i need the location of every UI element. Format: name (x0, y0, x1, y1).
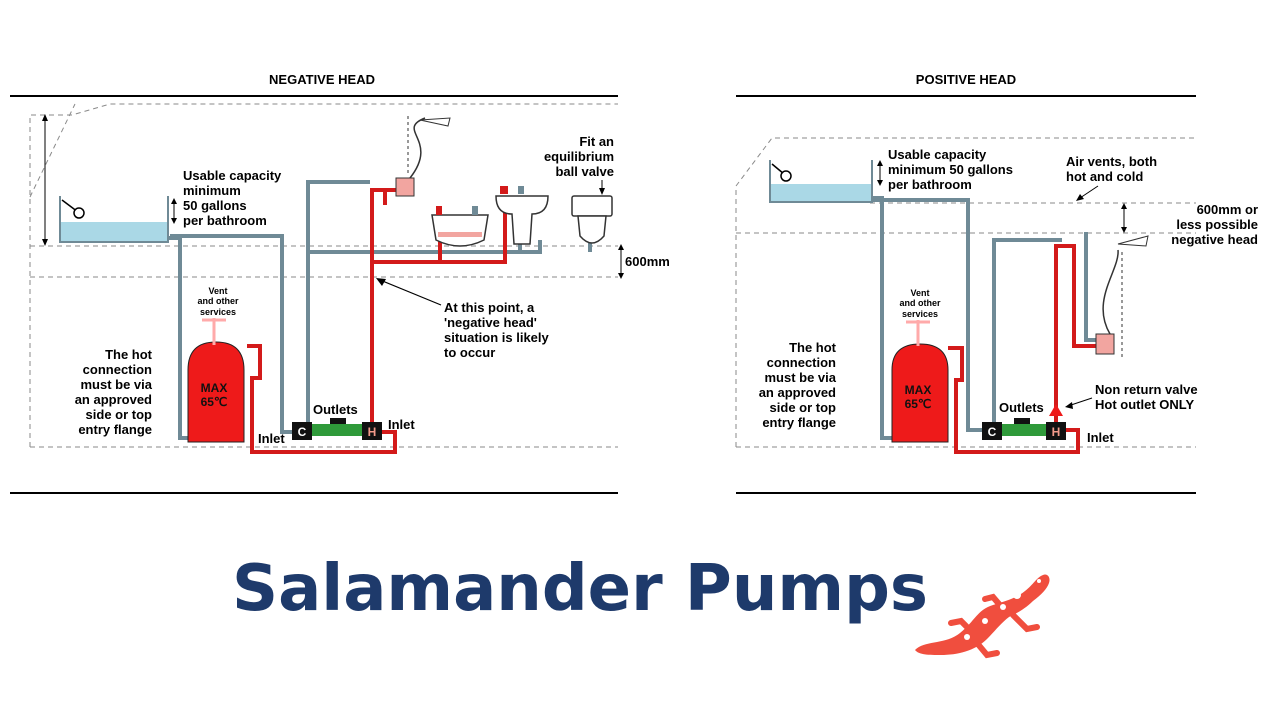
svg-text:services: services (902, 309, 938, 319)
svg-text:Air vents, both: Air vents, both (1066, 154, 1157, 169)
inlet-right-label: Inlet (388, 417, 415, 432)
svg-text:connection: connection (767, 355, 836, 370)
ball-valve-icon (73, 207, 85, 219)
svg-text:ball valve: ball valve (555, 164, 614, 179)
svg-text:600mm: 600mm (625, 254, 670, 269)
hot-connection-note: The hot connection must be via an approv… (75, 347, 153, 437)
cold-water-pipes (168, 180, 592, 440)
non-return-valve-icon (1049, 404, 1063, 416)
negative-head-pointer (376, 278, 442, 306)
dimension-600mm: 600mm or less possible negative head (1121, 202, 1258, 247)
svg-text:50 gallons: 50 gallons (183, 198, 247, 213)
pump: C H (292, 418, 382, 440)
cold-port (982, 422, 1002, 440)
svg-text:must be via: must be via (80, 377, 152, 392)
fit-ball-valve-label: Fit an equilibrium ball valve (544, 134, 614, 195)
svg-text:to occur: to occur (444, 345, 495, 360)
vent-label: Vent and other services (899, 288, 940, 319)
hot-water-pipes (247, 188, 507, 454)
temp-label: 65℃ (905, 397, 932, 411)
svg-text:C: C (988, 425, 997, 439)
negative-head-panel: NEGATIVE HEAD (10, 72, 670, 494)
hot-port (1046, 422, 1066, 440)
svg-text:C: C (298, 425, 307, 439)
hot-water-cylinder: MAX 65℃ (187, 318, 245, 443)
temp-label: 65℃ (201, 395, 228, 409)
svg-text:Vent: Vent (208, 286, 227, 296)
max-label: MAX (201, 381, 228, 395)
svg-text:connection: connection (83, 362, 152, 377)
usable-capacity-label: Usable capacity minimum 50 gallons per b… (183, 168, 282, 228)
hot-water-cylinder: MAX 65℃ (891, 320, 949, 443)
svg-text:minimum: minimum (183, 183, 241, 198)
svg-text:per bathroom: per bathroom (888, 177, 972, 192)
non-return-valve-note: Non return valve Hot outlet ONLY (1065, 382, 1198, 412)
hot-connection-note: The hot connection must be via an approv… (759, 340, 837, 430)
pump: C H (982, 418, 1066, 440)
cold-water-tank (769, 160, 873, 203)
ball-valve-icon (780, 170, 792, 182)
svg-text:per bathroom: per bathroom (183, 213, 267, 228)
inlet-label: Inlet (1087, 430, 1114, 445)
shower-icon (1095, 235, 1149, 360)
svg-text:equilibrium: equilibrium (544, 149, 614, 164)
svg-text:situation is likely: situation is likely (444, 330, 550, 345)
svg-text:an approved: an approved (75, 392, 152, 407)
toilet-icon (571, 195, 613, 244)
hot-port (362, 422, 382, 440)
svg-text:hot and cold: hot and cold (1066, 169, 1143, 184)
dimension-600mm: 600mm (618, 244, 670, 279)
hot-water-pipes (948, 244, 1096, 454)
brand-wordmark: Salamander Pumps (232, 552, 928, 626)
negative-head-note: At this point, a 'negative head' situati… (444, 300, 550, 360)
height-dimension (42, 114, 48, 246)
svg-text:Fit an: Fit an (579, 134, 614, 149)
svg-text:minimum 50 gallons: minimum 50 gallons (888, 162, 1013, 177)
cold-port (292, 422, 312, 440)
svg-text:side or top: side or top (86, 407, 153, 422)
svg-text:The hot: The hot (105, 347, 153, 362)
outlets-label: Outlets (313, 402, 358, 417)
svg-text:H: H (368, 425, 377, 439)
svg-text:side or top: side or top (770, 400, 837, 415)
svg-text:services: services (200, 307, 236, 317)
inlet-left-label: Inlet (258, 431, 285, 446)
usable-capacity-dimension (877, 160, 883, 186)
usable-capacity-dimension (171, 198, 177, 224)
svg-text:negative head: negative head (1171, 232, 1258, 247)
svg-text:The hot: The hot (789, 340, 837, 355)
negative-head-title: NEGATIVE HEAD (269, 72, 375, 87)
positive-head-panel: POSITIVE HEAD Usable capacity minimum 50… (735, 72, 1258, 494)
svg-text:H: H (1052, 425, 1061, 439)
svg-text:Non return valve: Non return valve (1095, 382, 1198, 397)
svg-text:Usable capacity: Usable capacity (888, 147, 987, 162)
svg-text:an approved: an approved (759, 385, 836, 400)
svg-text:entry flange: entry flange (762, 415, 836, 430)
svg-text:less possible: less possible (1176, 217, 1258, 232)
svg-text:entry flange: entry flange (78, 422, 152, 437)
bath-icon (431, 206, 489, 247)
svg-text:must be via: must be via (764, 370, 836, 385)
positive-head-title: POSITIVE HEAD (916, 72, 1016, 87)
shower-icon (395, 116, 451, 197)
svg-text:Usable capacity: Usable capacity (183, 168, 282, 183)
svg-text:600mm or: 600mm or (1197, 202, 1258, 217)
svg-text:At this point, a: At this point, a (444, 300, 535, 315)
svg-text:and other: and other (899, 298, 940, 308)
max-label: MAX (905, 383, 932, 397)
outlets-label: Outlets (999, 400, 1044, 415)
salamander-icon (915, 574, 1050, 659)
air-vents-label: Air vents, both hot and cold (1066, 154, 1157, 201)
svg-text:and other: and other (197, 296, 238, 306)
svg-text:'negative head': 'negative head' (444, 315, 537, 330)
cold-water-tank (59, 196, 169, 243)
basin-icon (495, 186, 549, 245)
cold-water-pipes (872, 196, 1096, 440)
vent-label: Vent and other services (197, 286, 238, 317)
svg-text:Vent: Vent (910, 288, 929, 298)
usable-capacity-label: Usable capacity minimum 50 gallons per b… (888, 147, 1013, 192)
svg-text:Hot outlet ONLY: Hot outlet ONLY (1095, 397, 1195, 412)
